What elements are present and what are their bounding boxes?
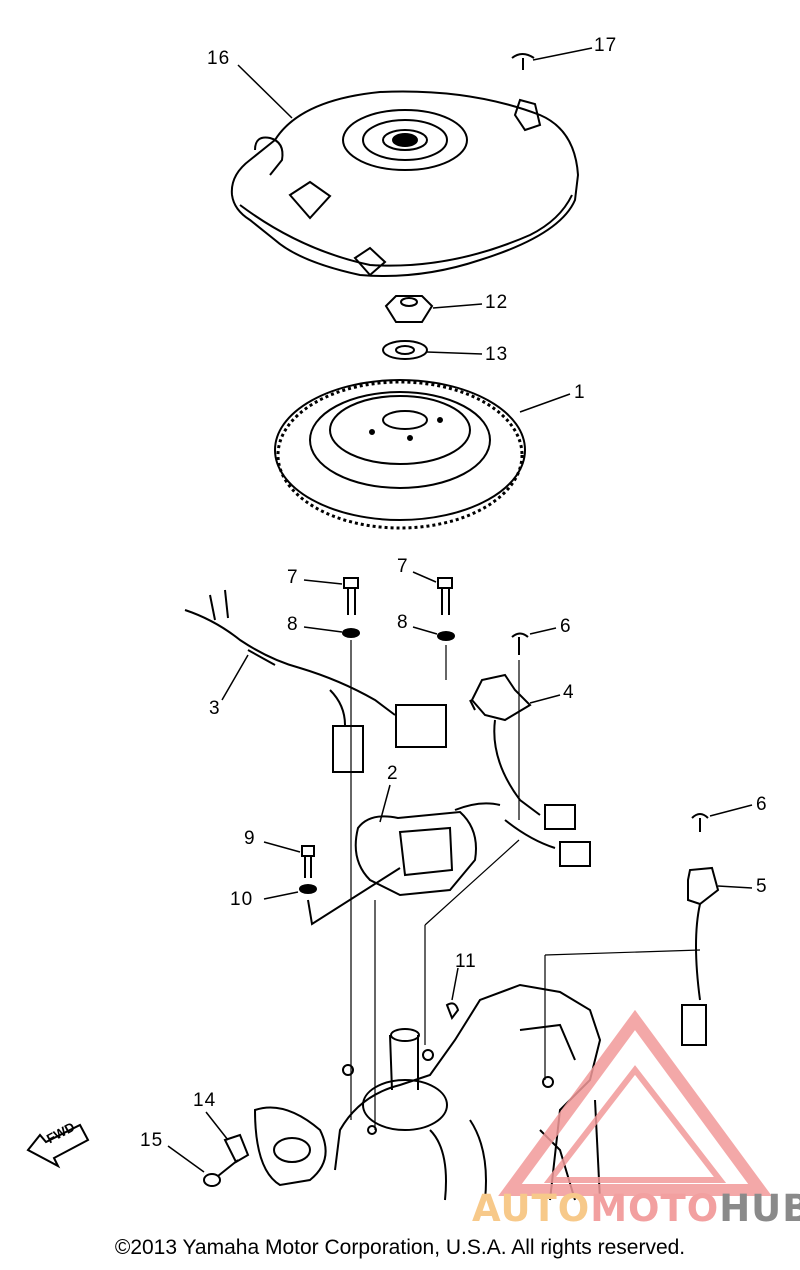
nut-part-12 bbox=[384, 295, 483, 323]
watermark-moto: MOTO bbox=[590, 1187, 720, 1230]
callout-4: 4 bbox=[563, 682, 575, 703]
watermark-hub: HUB bbox=[719, 1187, 800, 1230]
callout-7b: 7 bbox=[397, 556, 409, 577]
fwd-arrow-icon bbox=[26, 1123, 90, 1169]
callout-15: 15 bbox=[140, 1130, 164, 1151]
watermark-logo bbox=[498, 1010, 772, 1196]
callout-8b: 8 bbox=[397, 612, 409, 633]
callout-13: 13 bbox=[485, 344, 509, 365]
callout-14: 14 bbox=[193, 1090, 217, 1111]
key-part-11 bbox=[445, 967, 460, 1021]
callout-12: 12 bbox=[485, 292, 509, 313]
flywheel-part-1 bbox=[274, 379, 571, 530]
callout-8a: 8 bbox=[287, 614, 299, 635]
washer-part-8b bbox=[412, 626, 455, 641]
lighting-coil-part-5 bbox=[681, 866, 753, 1046]
callout-9: 9 bbox=[244, 828, 256, 849]
callout-6b: 6 bbox=[756, 794, 768, 815]
callout-17: 17 bbox=[594, 35, 618, 56]
charge-coil-part-2 bbox=[354, 784, 591, 897]
callout-3: 3 bbox=[209, 698, 221, 719]
screw-part-6a bbox=[511, 627, 557, 655]
watermark-text: AUTOMOTOHUB bbox=[472, 1187, 800, 1230]
screw-part-6b bbox=[691, 804, 753, 832]
callout-5: 5 bbox=[756, 876, 768, 897]
callout-16: 16 bbox=[207, 48, 231, 69]
callout-7a: 7 bbox=[287, 567, 299, 588]
callout-6a: 6 bbox=[560, 616, 572, 637]
watermark-auto: AUTO bbox=[472, 1187, 591, 1230]
bolt-part-7b bbox=[412, 571, 453, 615]
wire-harness-part-3 bbox=[184, 589, 476, 773]
assembly-lines bbox=[350, 640, 701, 1130]
callout-1: 1 bbox=[574, 382, 586, 403]
pulser-coil-part-4 bbox=[470, 673, 576, 830]
screw-part-17 bbox=[511, 47, 593, 70]
callout-2: 2 bbox=[387, 763, 399, 784]
washer-part-8a bbox=[303, 626, 360, 638]
callout-10: 10 bbox=[230, 889, 254, 910]
bolt-part-7a bbox=[303, 577, 359, 615]
flywheel-cover-part-16 bbox=[230, 90, 580, 277]
callout-11: 11 bbox=[455, 951, 477, 972]
washer-part-13 bbox=[382, 340, 483, 360]
bolt-part-9 bbox=[263, 841, 315, 878]
bracket-part-14 bbox=[205, 1106, 327, 1187]
bolt-part-15 bbox=[167, 1145, 239, 1187]
copyright-text: ©2013 Yamaha Motor Corporation, U.S.A. A… bbox=[114, 1236, 686, 1259]
engine-block bbox=[334, 983, 602, 1201]
washer-part-10 bbox=[263, 867, 401, 926]
